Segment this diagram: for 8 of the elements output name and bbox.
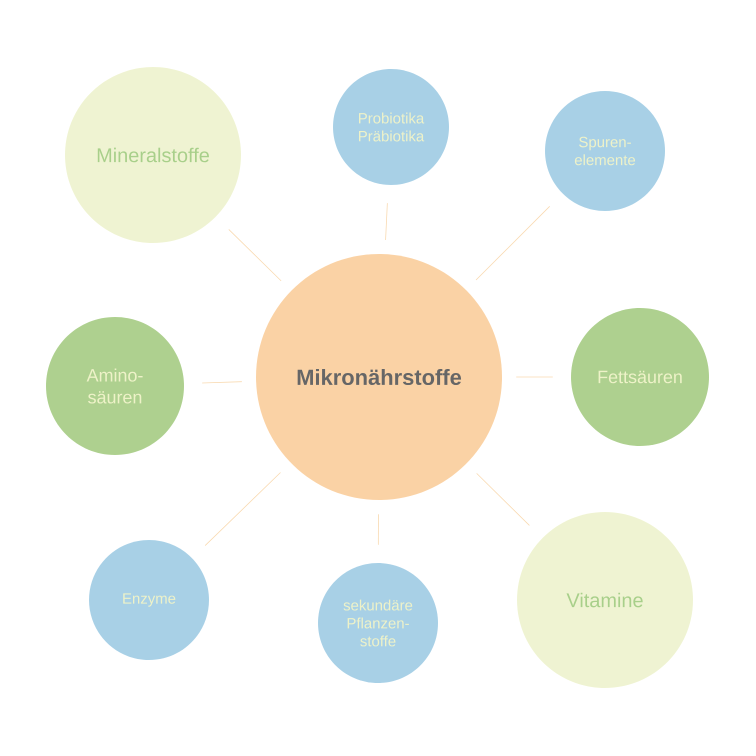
connector-line <box>516 376 554 378</box>
connector-line <box>476 472 530 526</box>
connector-line <box>476 206 550 280</box>
connector-line <box>204 472 281 546</box>
connector-line <box>228 229 282 282</box>
connector-line <box>385 202 388 240</box>
connector-line <box>202 381 242 384</box>
connector-line <box>378 514 379 546</box>
